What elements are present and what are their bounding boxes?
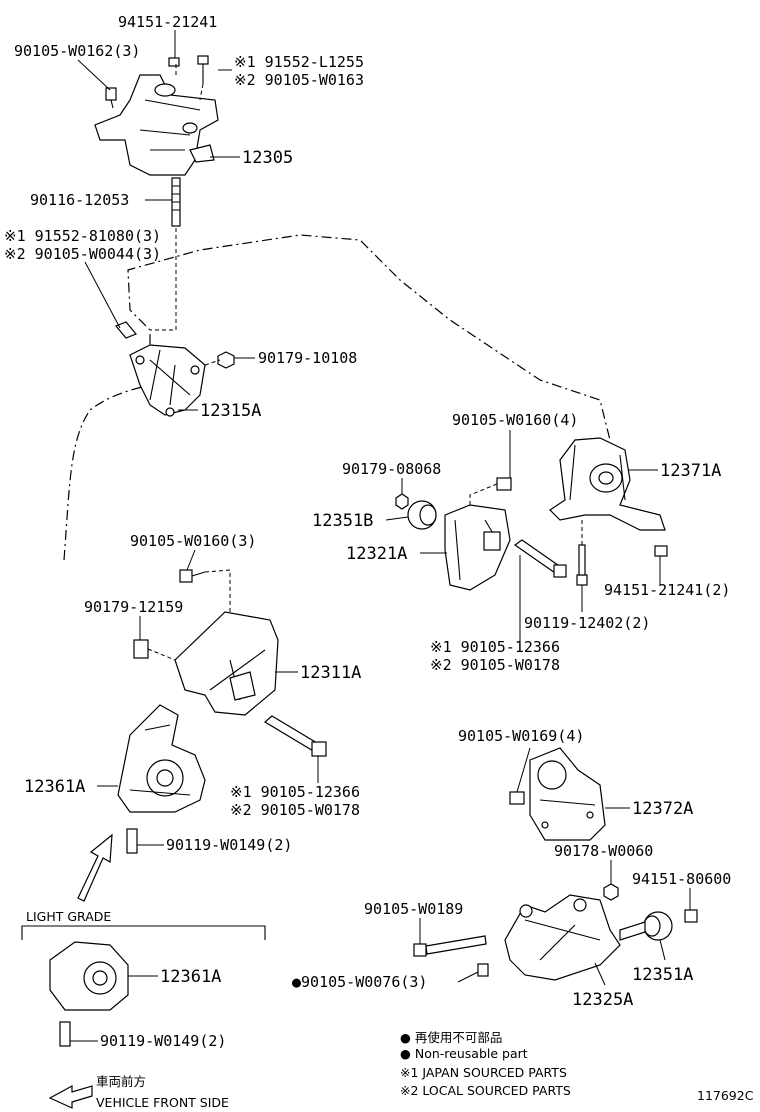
label-12351B: 12351B <box>312 511 373 531</box>
label-12361A: 12361A <box>24 777 85 797</box>
stud-90116-12053 <box>171 177 181 227</box>
legend: ● 再使用不可部品 ● Non-reusable part ※1 JAPAN S… <box>400 1030 571 1098</box>
bolt-90105-W0162 <box>105 87 117 109</box>
bolt-90105-12366-b <box>263 715 327 757</box>
label-90119-W0149-a: 90119-W0149(2) <box>166 836 292 854</box>
bracket-12315A <box>129 344 206 417</box>
label-90179-08068: 90179-08068 <box>342 460 441 478</box>
label-12371A: 12371A <box>660 461 721 481</box>
bolt-90105-12366-a <box>513 539 567 578</box>
bolt-90105-W0160-3 <box>179 569 206 583</box>
bracket-12311A <box>174 611 279 716</box>
bolt-91552-81080 <box>115 321 137 339</box>
label-90105-W0189: 90105-W0189 <box>364 900 463 918</box>
label-12325A: 12325A <box>572 990 633 1010</box>
legend-local-sourced: ※2 LOCAL SOURCED PARTS <box>400 1083 571 1098</box>
engine-mount-12361A <box>117 704 206 813</box>
label-90105-12366-b: ※1 90105-12366 <box>230 783 360 801</box>
engine-mount-12372A <box>529 747 606 841</box>
bolt-94151-21241-top <box>168 57 180 67</box>
label-90105-W0160-4: 90105-W0160(4) <box>452 411 578 429</box>
label-90105-W0163: ※2 90105-W0163 <box>234 71 364 89</box>
vehicle-front-en: VEHICLE FRONT SIDE <box>96 1095 229 1110</box>
label-91552-81080: ※1 91552-81080(3) <box>4 227 161 245</box>
label-94151-21241: 94151-21241 <box>118 13 217 31</box>
legend-japan-sourced: ※1 JAPAN SOURCED PARTS <box>400 1065 567 1080</box>
bolt-90105-W0076 <box>477 963 489 977</box>
label-90119-W0149-b: 90119-W0149(2) <box>100 1032 226 1050</box>
bushing-12351B <box>407 500 437 530</box>
nut-90179-10108 <box>217 351 235 369</box>
label-91552-L1255: ※1 91552-L1255 <box>234 53 364 71</box>
bushing-12351A <box>619 911 673 941</box>
part-labels: 94151-21241 90105-W0162(3) ※1 91552-L125… <box>4 13 731 1050</box>
label-94151-80600: 94151-80600 <box>632 870 731 888</box>
label-90179-10108: 90179-10108 <box>258 349 357 367</box>
label-94151-21241-2: 94151-21241(2) <box>604 581 730 599</box>
label-12311A: 12311A <box>300 663 361 683</box>
label-90105-W0076: ●90105-W0076(3) <box>292 973 427 991</box>
label-90116-12053: 90116-12053 <box>30 191 129 209</box>
engine-mount-12361A-light <box>49 941 129 1011</box>
label-12305: 12305 <box>242 148 293 168</box>
bolt-90119-W0149-a <box>126 828 138 854</box>
engine-mount-12371A <box>549 437 666 531</box>
vehicle-front-jp: 車両前方 <box>96 1074 146 1089</box>
label-90105-W0178-a: ※2 90105-W0178 <box>430 656 560 674</box>
label-90105-W0044: ※2 90105-W0044(3) <box>4 245 161 263</box>
nut-94151-21241-2 <box>654 545 668 557</box>
label-90178-W0060: 90178-W0060 <box>554 842 653 860</box>
bracket-12325A <box>504 894 621 981</box>
bolt-91552-L1255 <box>197 55 209 84</box>
footer: 車両前方 VEHICLE FRONT SIDE 117692C <box>96 1074 754 1110</box>
light-grade-bracket <box>21 925 266 940</box>
direction-arrow-front <box>48 1084 93 1109</box>
label-90119-12402: 90119-12402(2) <box>524 614 650 632</box>
leader-lines <box>70 30 691 1042</box>
label-12372A: 12372A <box>632 799 693 819</box>
label-12361A-light: 12361A <box>160 967 221 987</box>
nut-94151-80600 <box>684 909 698 923</box>
label-12321A: 12321A <box>346 544 407 564</box>
label-12351A: 12351A <box>632 965 693 985</box>
legend-non-reusable-en: ● Non-reusable part <box>400 1046 528 1061</box>
bolt-90105-W0160-4 <box>496 477 512 491</box>
label-90105-12366-a: ※1 90105-12366 <box>430 638 560 656</box>
bolt-90105-W0169 <box>509 791 525 805</box>
label-90105-W0169: 90105-W0169(4) <box>458 727 584 745</box>
diagram-id: 117692C <box>697 1088 754 1103</box>
label-90105-W0162: 90105-W0162(3) <box>14 42 140 60</box>
nut-90178-W0060 <box>603 883 619 901</box>
nut-90179-12159 <box>133 639 149 659</box>
bolt-90105-W0189 <box>413 935 487 957</box>
direction-arrow-upper <box>77 833 113 902</box>
legend-non-reusable-jp: ● 再使用不可部品 <box>400 1030 502 1045</box>
nut-90179-08068 <box>395 493 409 510</box>
label-90179-12159: 90179-12159 <box>84 598 183 616</box>
bracket-12321A <box>444 504 511 591</box>
label-90105-W0178-b: ※2 90105-W0178 <box>230 801 360 819</box>
bolt-90119-W0149-b <box>59 1021 71 1047</box>
label-90105-W0160-3: 90105-W0160(3) <box>130 532 256 550</box>
bolt-90119-12402 <box>576 544 588 586</box>
engine-mount-12305 <box>94 74 219 176</box>
label-12315A: 12315A <box>200 401 261 421</box>
vehicle-body-outline <box>63 234 611 561</box>
label-light-grade: LIGHT GRADE <box>26 909 111 924</box>
